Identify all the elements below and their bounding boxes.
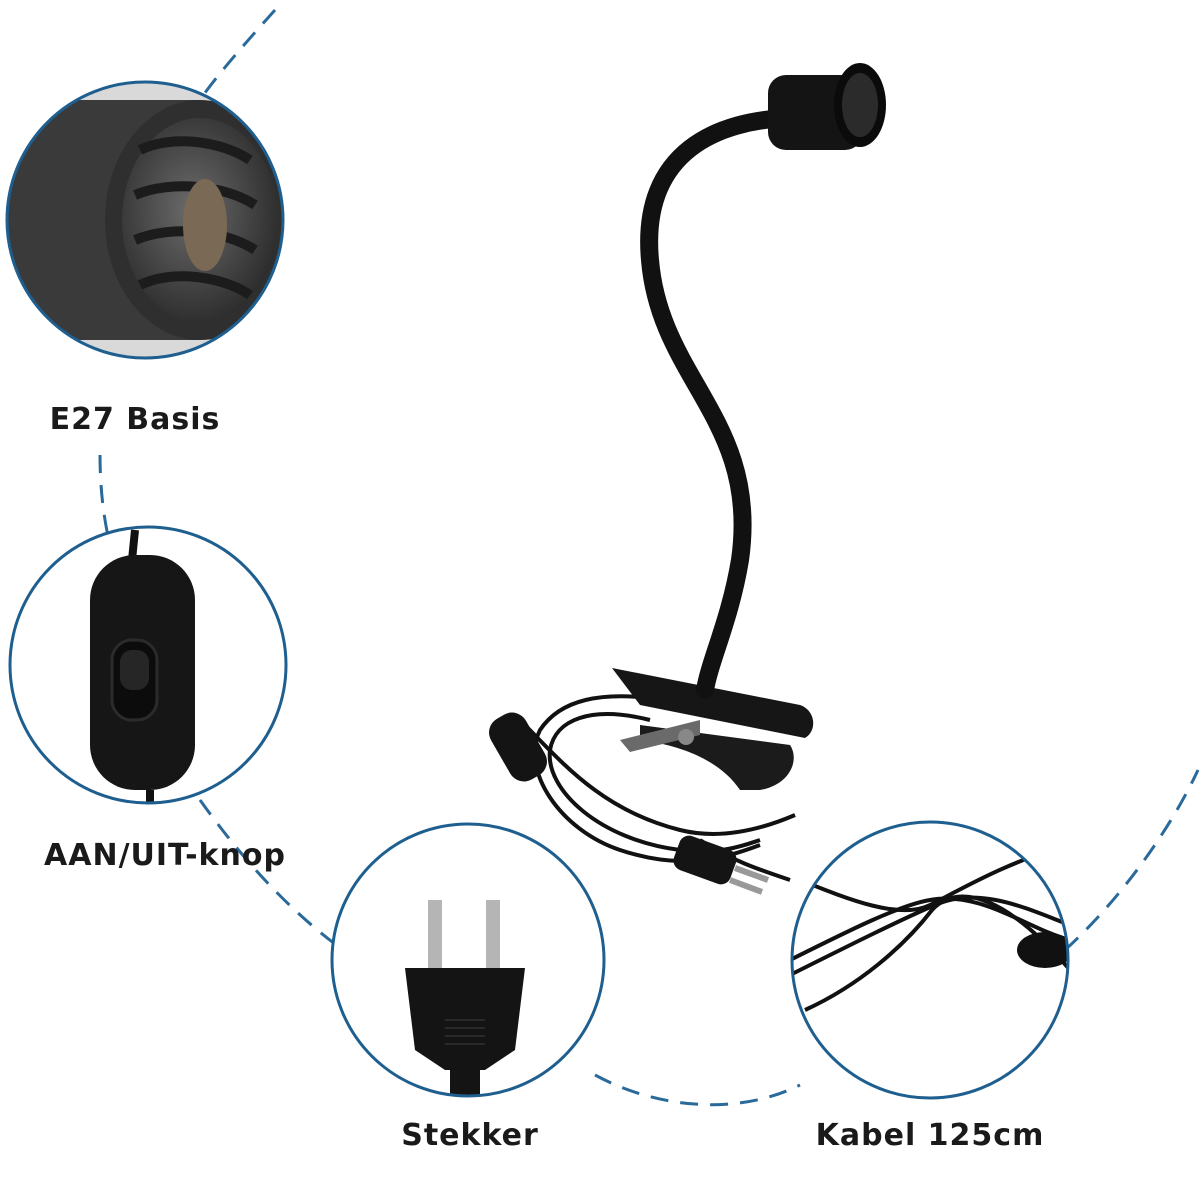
lamp-plug	[673, 835, 770, 895]
caption-plug: Stekker	[401, 1118, 539, 1153]
lamp-product	[489, 63, 886, 895]
caption-cable: Kabel 125cm	[815, 1118, 1045, 1153]
lamp-switch	[489, 712, 547, 782]
switch-detail	[8, 525, 288, 805]
caption-e27-base: E27 Basis	[49, 402, 221, 437]
lamp-head	[768, 63, 886, 150]
lamp-gooseneck	[640, 109, 799, 699]
lamp-clip	[612, 668, 814, 790]
caption-switch: AAN/UIT-knop	[44, 838, 286, 873]
e27-detail	[5, 80, 285, 360]
plug-detail	[330, 822, 606, 1098]
cable-detail	[790, 820, 1070, 1100]
